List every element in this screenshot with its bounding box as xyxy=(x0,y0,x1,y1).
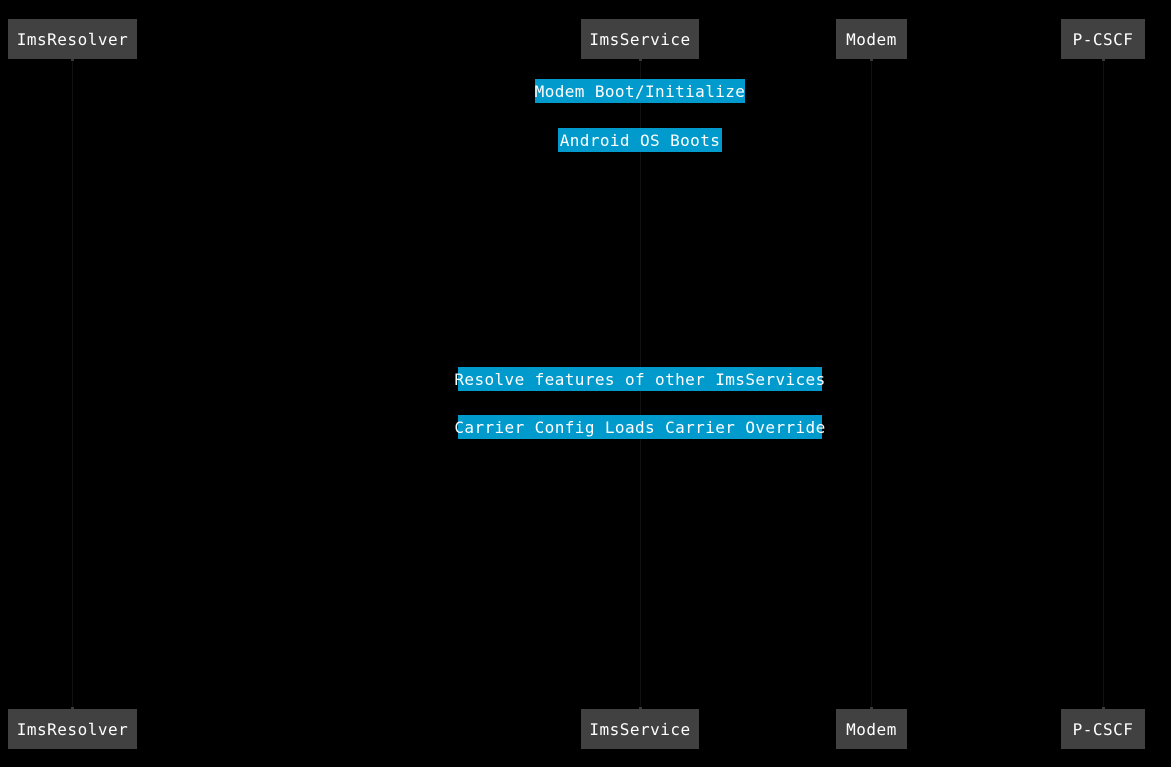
message-android-boots[interactable]: Android OS Boots xyxy=(558,128,722,152)
message-carrier-config[interactable]: Carrier Config Loads Carrier Override xyxy=(454,415,825,439)
lifeline-tick-ims-resolver-top xyxy=(71,59,74,61)
lifeline-tick-modem-bottom xyxy=(870,707,873,709)
participant-footer-modem[interactable]: Modem xyxy=(836,709,907,749)
participant-label: ImsService xyxy=(589,719,691,739)
participant-label: ImsService xyxy=(589,29,691,49)
lifeline-tick-modem-top xyxy=(870,59,873,61)
participant-header-p-cscf[interactable]: P-CSCF xyxy=(1061,19,1145,59)
participant-label: P-CSCF xyxy=(1072,719,1134,739)
lifeline-tick-ims-service-bottom xyxy=(639,707,642,709)
lifeline-tick-ims-resolver-bottom xyxy=(71,707,74,709)
participant-label: ImsResolver xyxy=(16,719,129,739)
lifeline-ims-resolver xyxy=(72,59,73,708)
participant-label: ImsResolver xyxy=(16,29,129,49)
participant-header-ims-resolver[interactable]: ImsResolver xyxy=(8,19,137,59)
message-label: Android OS Boots xyxy=(559,130,721,150)
participant-label: Modem xyxy=(846,719,897,739)
participant-label: Modem xyxy=(846,29,897,49)
message-resolve-feat[interactable]: Resolve features of other ImsServices xyxy=(454,367,825,391)
lifeline-tick-p-cscf-bottom xyxy=(1102,707,1105,709)
participant-header-modem[interactable]: Modem xyxy=(836,19,907,59)
participant-header-ims-service[interactable]: ImsService xyxy=(581,19,699,59)
lifeline-modem xyxy=(871,59,872,708)
lifeline-p-cscf xyxy=(1103,59,1104,708)
participant-footer-p-cscf[interactable]: P-CSCF xyxy=(1061,709,1145,749)
message-modem-boot[interactable]: Modem Boot/Initialize xyxy=(535,79,745,103)
lifeline-tick-ims-service-top xyxy=(639,59,642,61)
participant-label: P-CSCF xyxy=(1072,29,1134,49)
message-label: Resolve features of other ImsServices xyxy=(454,369,826,389)
participant-footer-ims-service[interactable]: ImsService xyxy=(581,709,699,749)
message-label: Modem Boot/Initialize xyxy=(534,81,746,101)
participant-footer-ims-resolver[interactable]: ImsResolver xyxy=(8,709,137,749)
message-label: Carrier Config Loads Carrier Override xyxy=(454,417,826,437)
lifeline-tick-p-cscf-top xyxy=(1102,59,1105,61)
